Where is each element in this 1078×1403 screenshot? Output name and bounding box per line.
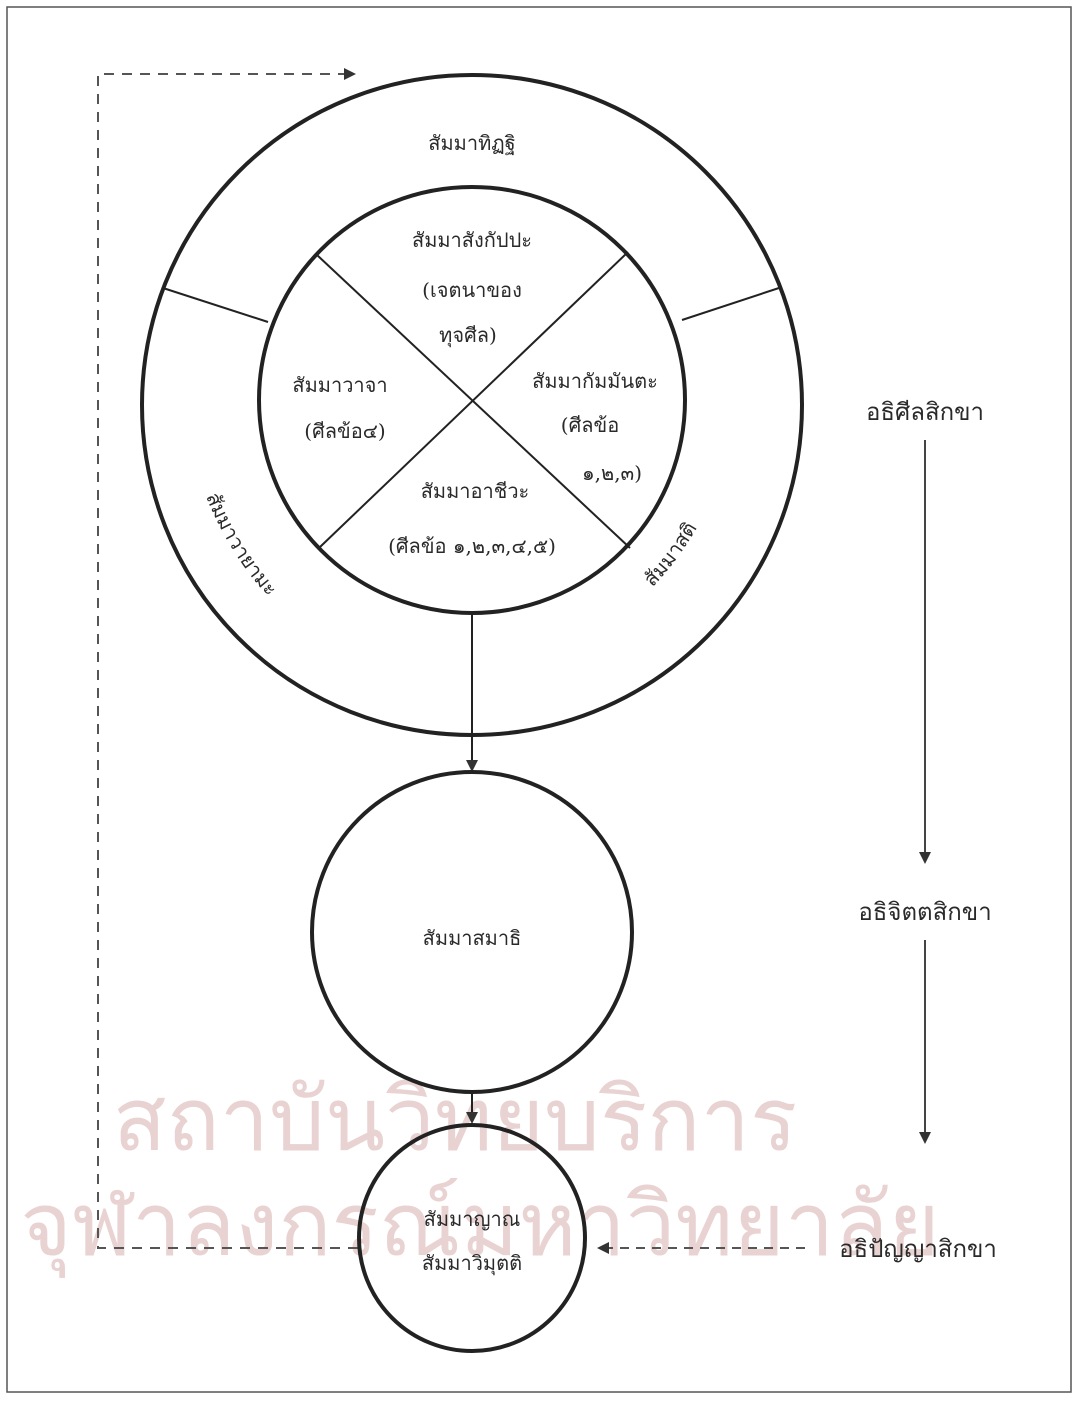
label-right-effort: สัมมาวายามะ [201, 489, 283, 600]
inner-cross-line-1 [316, 254, 631, 549]
label-higher-wisdom: อธิปัญญาสิกขา [839, 1235, 997, 1263]
outer-divider-left [162, 287, 269, 323]
label-right-action: สัมมากัมมันตะ [532, 369, 658, 393]
label-right-livelihood: สัมมาอาชีวะ [421, 479, 530, 503]
label-right-livelihood-note: (ศีลข้อ ๑,๒,๓,๔,๕) [388, 534, 556, 558]
outer-divider-right [681, 286, 783, 321]
inner-cross-line-2 [319, 251, 629, 548]
feedback-dashed-arrow [97, 68, 358, 1249]
label-right-knowledge: สัมมาญาณ [424, 1207, 521, 1231]
bottom-circle [357, 1123, 587, 1353]
label-right-intention-note-2: ทุจศีล) [439, 323, 497, 348]
label-right-intention: สัมมาสังกัปปะ [412, 228, 532, 252]
watermark: สถาบันวิทยบริการ จุฬาลงกรณ์มหาวิทยาลัย [20, 1068, 940, 1278]
label-right-intention-note-1: (เจตนาของ [422, 278, 522, 302]
label-right-liberation: สัมมาวิมุตติ [422, 1251, 522, 1276]
label-higher-mind: อธิจิตตสิกขา [858, 898, 991, 926]
inner-circle-group: สัมมาสังกัปปะ (เจตนาของ ทุจศีล) สัมมาวาจ… [257, 185, 687, 615]
label-right-mindfulness: สัมมาสติ [638, 518, 701, 591]
watermark-line-1: สถาบันวิทยบริการ [113, 1068, 798, 1171]
label-higher-morality: อธิศีลสิกขา [866, 398, 984, 426]
label-right-action-note-1: (ศีลข้อ [561, 413, 619, 437]
bottom-circle-group: สัมมาญาณ สัมมาวิมุตติ [357, 1123, 587, 1353]
watermark-line-2: จุฬาลงกรณ์มหาวิทยาลัย [20, 1173, 940, 1278]
label-right-view: สัมมาทิฏฐิ [428, 131, 515, 155]
middle-circle-group: สัมมาสมาธิ [310, 770, 634, 1094]
label-right-action-note-2: ๑,๒,๓) [582, 461, 642, 485]
threefold-training: อธิศีลสิกขา อธิจิตตสิกขา อธิปัญญาสิกขา [597, 398, 997, 1263]
page-frame [6, 6, 1072, 1393]
label-right-speech-note: (ศีลข้อ๔) [304, 419, 385, 443]
feedback-loop [97, 68, 358, 1249]
label-right-speech: สัมมาวาจา [292, 373, 387, 397]
outer-circle-group: สัมมาทิฏฐิ สัมมาวายามะ สัมมาสติ [140, 73, 804, 737]
label-right-concentration: สัมมาสมาธิ [423, 926, 522, 950]
inner-circle [257, 185, 687, 615]
